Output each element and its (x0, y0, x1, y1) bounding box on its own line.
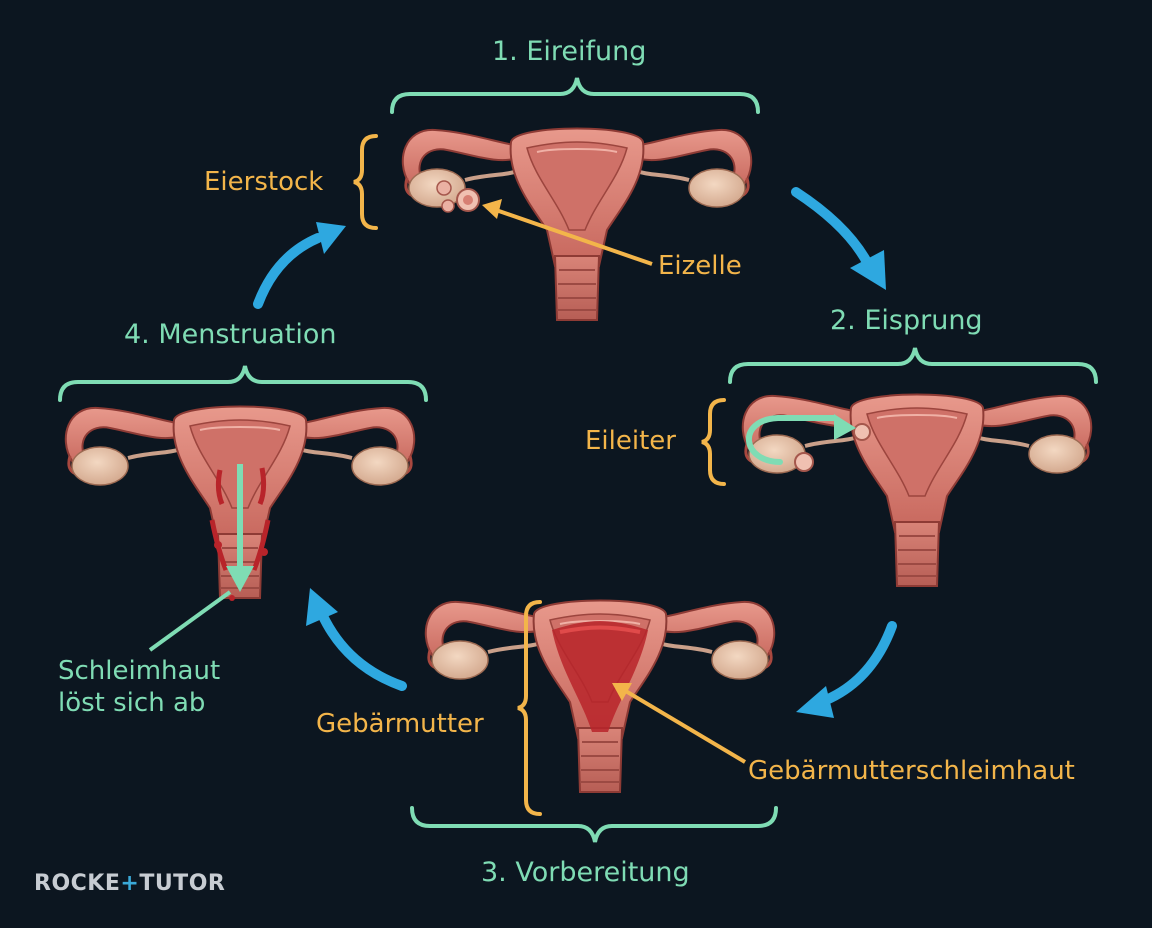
bracket-stage2 (728, 347, 1098, 384)
bracket-stage4 (58, 365, 428, 402)
pointer-egg (482, 199, 653, 266)
label-egg: Eizelle (658, 251, 742, 281)
brand-logo-plus: + (120, 871, 140, 896)
cycle-arrow-3-to-4 (306, 588, 407, 691)
brand-logo: ROCKE+TUTOR (34, 871, 225, 896)
egg-follicle-stage1 (436, 180, 480, 213)
brand-logo-left: ROCKE (34, 871, 121, 896)
label-ovary: Eierstock (204, 167, 324, 197)
note-shedding-line1: Schleimhaut (58, 656, 221, 686)
bracket-stage3 (410, 806, 778, 843)
bracket-stage1 (390, 77, 760, 114)
stage-title-preparation: 3. Vorbereitung (481, 857, 690, 888)
bracket-ovary (353, 134, 378, 230)
egg-in-tube-stage2 (794, 423, 871, 472)
uterus-illustration-stage2 (740, 392, 1094, 588)
brand-logo-right: TUTOR (139, 871, 226, 896)
cycle-arrow-4-to-1 (253, 222, 346, 309)
note-shedding-line2: löst sich ab (58, 687, 206, 718)
bleeding-marks-stage4 (209, 467, 271, 601)
note-shedding: Schleimhaut löst sich ab (58, 656, 220, 719)
shedding-down-arrow-stage4 (226, 464, 254, 592)
pointer-shedding (148, 590, 232, 652)
stage-title-ovulation: 2. Eisprung (830, 305, 983, 336)
bracket-tube (701, 398, 726, 486)
cycle-arrow-1-to-2 (791, 187, 886, 290)
label-uterine-lining: Gebärmutterschleimhaut (748, 756, 1075, 786)
egg-path-arrow-stage2 (746, 414, 856, 465)
label-fallopian-tube: Eileiter (585, 426, 676, 456)
pointer-lining (612, 683, 747, 764)
stage-title-menstruation: 4. Menstruation (124, 319, 337, 350)
label-uterus: Gebärmutter (316, 709, 484, 739)
cycle-arrow-2-to-3 (796, 621, 897, 718)
uterus-illustration-stage1 (400, 126, 754, 322)
stage-title-ovulation-prep: 1. Eireifung (492, 36, 647, 67)
thickened-lining-stage3 (552, 621, 648, 732)
bracket-uterus (517, 600, 542, 816)
lining-edge-stage3 (559, 625, 641, 634)
